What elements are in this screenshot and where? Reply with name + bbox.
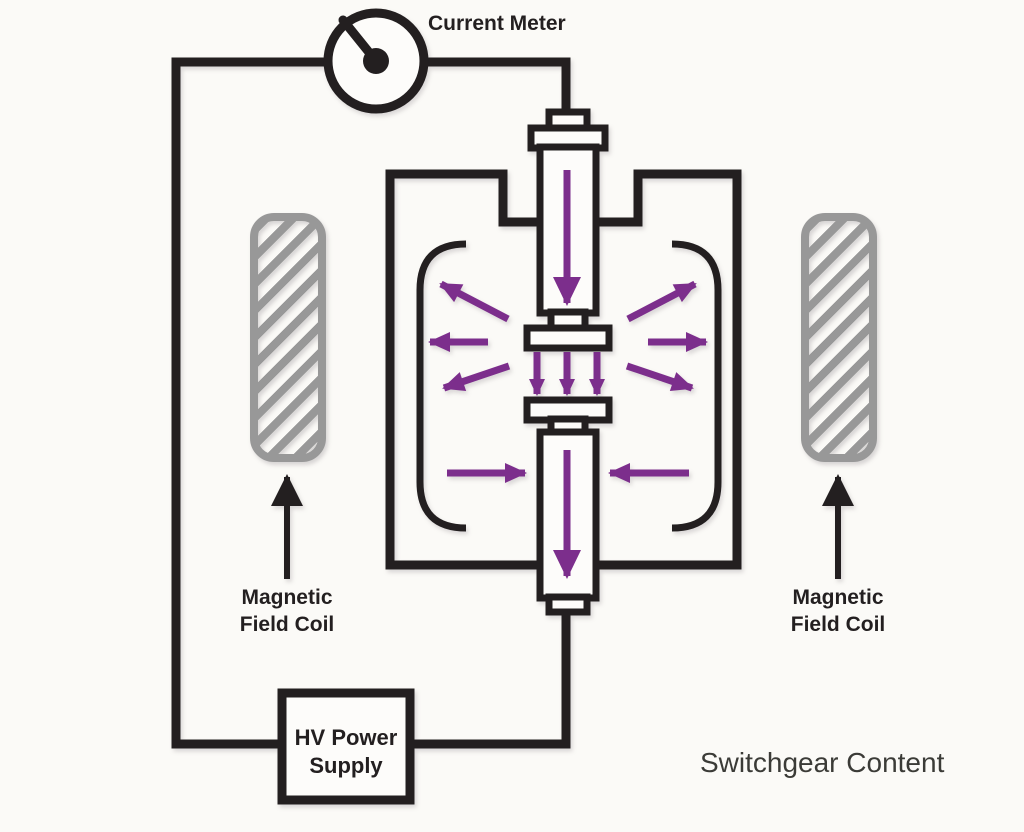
upper-contact-plate: [523, 324, 613, 352]
vacuum-chamber: [385, 169, 742, 570]
watermark-text: Switchgear Content: [700, 747, 945, 778]
lower-terminal-collar: [545, 593, 591, 616]
right-coil-label-line2: Field Coil: [790, 613, 886, 636]
left-coil-label: Magnetic Field Coil: [192, 584, 382, 638]
current-flow-arrows: [428, 170, 708, 579]
chamber-wall-right: [596, 169, 742, 570]
vapor-shield-right: [671, 240, 722, 532]
wire-lower-electrode-to-supply: [410, 608, 571, 749]
current-meter-gauge: [323, 8, 429, 114]
arrow-radial-lower-left: [442, 362, 511, 392]
coil-pointer-arrows: [271, 474, 854, 579]
wire-meter-to-upper-electrode: [424, 57, 571, 114]
right-coil-label: Magnetic Field Coil: [743, 584, 933, 638]
hv-power-supply-label: HV Power Supply: [287, 724, 405, 780]
current-meter-label: Current Meter: [428, 12, 566, 35]
arrow-radial-upper-left: [439, 280, 510, 323]
vapor-shield-left: [416, 240, 467, 532]
left-coil-label-line2: Field Coil: [239, 613, 335, 636]
circuit-wires: [171, 57, 571, 749]
magnetic-field-coil-right: [801, 213, 877, 462]
hv-power-supply-label-line2: Supply: [309, 753, 383, 778]
vapor-shields: [416, 240, 722, 532]
chamber-wall-left: [385, 169, 540, 570]
magnetic-field-coil-left: [250, 213, 326, 462]
arrow-radial-upper-right: [626, 280, 697, 323]
hv-power-supply-box: [277, 688, 415, 805]
meter-pivot: [363, 48, 389, 74]
right-coil-label-line1: Magnetic: [792, 586, 884, 609]
left-coil-label-line1: Magnetic: [241, 586, 333, 609]
arrow-radial-lower-right: [625, 362, 694, 392]
wire-supply-to-meter: [171, 57, 329, 749]
hv-power-supply-label-line1: HV Power: [294, 725, 398, 750]
